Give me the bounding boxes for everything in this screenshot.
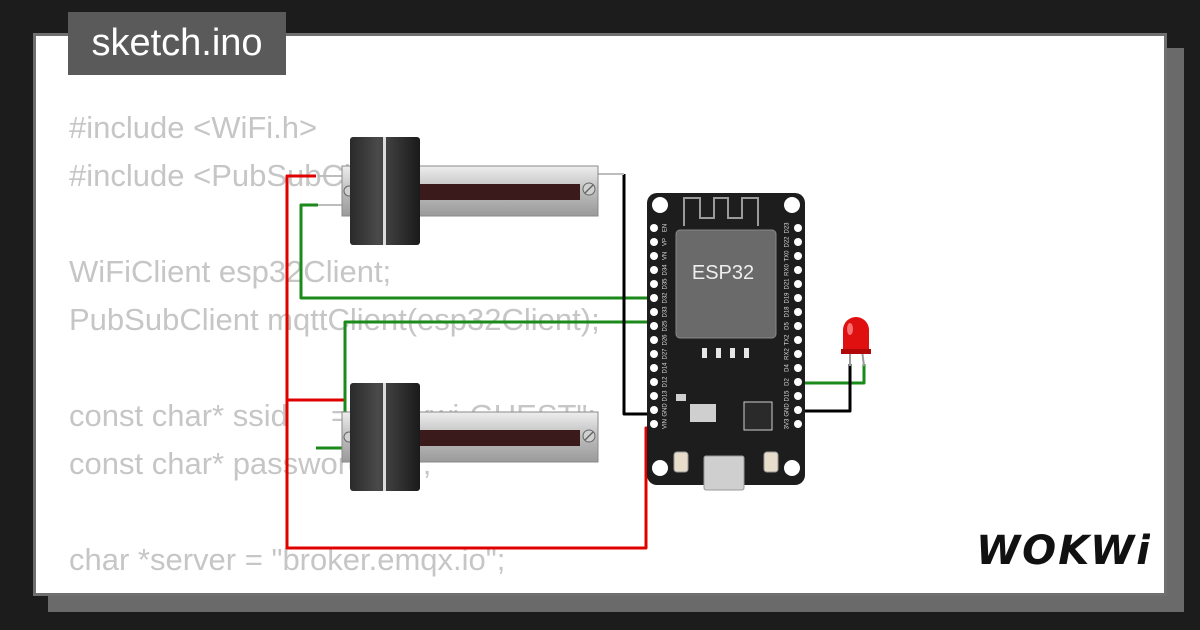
right-pin-label: 3V3 [785,418,791,429]
left-pin-label: VN [663,252,669,260]
right-pin-label: D4 [785,364,791,372]
right-pin-label: D15 [785,390,791,402]
right-pin-label: D23 [785,222,791,234]
left-pin-label: D12 [663,376,669,388]
left-pin-label: VIN [663,419,669,429]
wire-vcc [285,174,660,550]
right-pin-label: D21 [785,278,791,290]
potentiometer-bottom[interactable] [341,383,599,491]
code-line: char *clientId = "esp32-client"; [69,590,481,593]
board-label: ESP32 [692,262,754,284]
wire-signal-top [299,203,660,300]
preview-card: #include <WiFi.h> #include <PubSubClient… [33,33,1167,596]
logo-text: WOKWi [978,528,1150,574]
right-pin-label: RX2 [785,348,791,360]
left-pin-label: VP [663,238,669,246]
potentiometer-top[interactable] [318,137,624,245]
right-pin-label: D18 [785,306,791,318]
right-pin-label: D19 [785,292,791,304]
left-pin-label: GND [663,403,669,417]
right-pin-label: TX0 [785,250,791,262]
code-line: #include <WiFi.h> [69,110,318,145]
right-pin-label: D2 [785,378,791,386]
wire-signal-bottom [316,320,660,450]
left-pin-label: D35 [663,278,669,290]
right-pin-label: RX0 [785,264,791,276]
left-pin-label: D33 [663,306,669,318]
wire-led-signal [798,364,866,385]
left-pin-label: D27 [663,348,669,360]
code-line: PubSubClient mqttClient(esp32Client); [69,302,600,337]
left-pin-label: EN [663,224,669,232]
led[interactable] [841,317,871,367]
left-pin-label: D14 [663,362,669,374]
code-line: WiFiClient esp32Client; [69,254,392,289]
code-line: const char* password = ""; [69,446,432,481]
left-pin-label: D32 [663,292,669,304]
left-pin-label: D26 [663,334,669,346]
file-tab[interactable]: sketch.ino [68,12,286,75]
right-pin-labels: D23D22TX0RX0D21D19D18D5TX2RX2D4D2D15GND3… [785,222,791,430]
right-pin-label: GND [785,403,791,417]
right-pin-label: TX2 [785,334,791,346]
wokwi-logo: WOKWi [978,528,1150,574]
right-pin-label: D22 [785,236,791,248]
left-pin-label: D13 [663,390,669,402]
pin-headers [650,224,802,428]
esp32-board[interactable]: ESP32 ENVPVND34D35D32D33D25D26D27D14D12D… [647,193,805,491]
wire-led-gnd [798,364,852,413]
right-pin-label: D5 [785,322,791,330]
code-line: char *server = "broker.emqx.io"; [69,542,506,577]
left-pin-label: D34 [663,264,669,276]
left-pin-label: D25 [663,320,669,332]
